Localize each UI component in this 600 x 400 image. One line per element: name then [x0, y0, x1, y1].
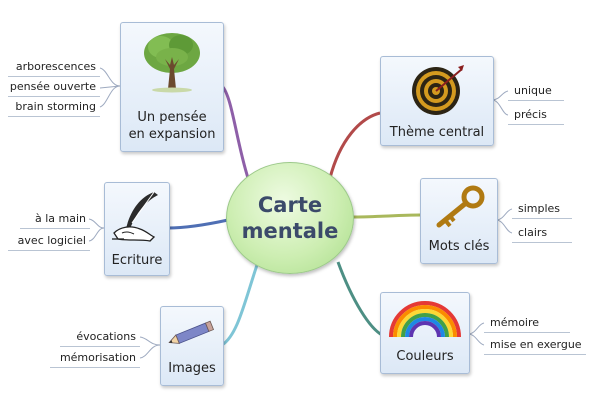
topic-pensee-label-line2: en expansion — [128, 127, 216, 142]
sub-item-theme-1[interactable]: unique — [508, 82, 564, 101]
topic-couleurs-label: Couleurs — [396, 349, 454, 364]
branch-line-ecriture — [167, 218, 229, 230]
topic-pensee[interactable]: Un pensée en expansion — [120, 22, 224, 152]
sub-item-couleurs-2[interactable]: mise en exergue — [484, 336, 586, 355]
sub-item-theme-2[interactable]: précis — [508, 106, 564, 125]
rainbow-icon — [389, 301, 461, 338]
topic-mots[interactable]: Mots clés — [420, 178, 498, 264]
branch-line-couleurs — [336, 261, 385, 338]
quill-icon — [112, 191, 158, 242]
sub-item-ecriture-1[interactable]: à la main — [20, 210, 90, 229]
sub-item-ecriture-2[interactable]: avec logiciel — [8, 232, 90, 251]
topic-theme[interactable]: Thème central — [380, 56, 494, 146]
central-node-line2: mentale — [241, 219, 339, 243]
sub-item-pensee-1[interactable]: arborescences — [8, 58, 100, 77]
topic-images[interactable]: Images — [160, 306, 224, 386]
topic-couleurs[interactable]: Couleurs — [380, 292, 470, 374]
topic-theme-label: Thème central — [389, 125, 485, 140]
branch-line-mots — [351, 213, 421, 219]
topic-ecriture-label: Ecriture — [111, 253, 163, 268]
sub-item-mots-1[interactable]: simples — [512, 200, 572, 219]
central-node[interactable]: Carte mentale — [226, 162, 354, 274]
sub-item-couleurs-1[interactable]: mémoire — [484, 314, 570, 333]
branch-line-theme — [328, 111, 381, 179]
target-icon — [412, 65, 464, 115]
branch-line-pensee — [220, 84, 250, 179]
sub-connector-images — [139, 336, 161, 359]
topic-ecriture[interactable]: Ecriture — [104, 182, 170, 276]
sub-item-pensee-2[interactable]: pensée ouverte — [8, 78, 100, 97]
pencil-icon — [168, 320, 215, 344]
topic-mots-label: Mots clés — [428, 239, 490, 254]
sub-connector-mots — [495, 208, 513, 234]
sub-connector-ecriture — [88, 218, 105, 242]
branch-line-images — [221, 261, 260, 347]
sub-connector-pensee — [99, 67, 121, 108]
topic-pensee-label-line1: Un pensée — [137, 110, 207, 125]
sub-item-images-2[interactable]: mémorisation — [50, 349, 140, 368]
key-icon — [436, 185, 485, 228]
central-node-line1: Carte — [257, 193, 323, 217]
topic-images-label: Images — [168, 361, 216, 376]
sub-item-pensee-3[interactable]: brain storming — [8, 98, 100, 117]
tree-icon — [144, 33, 200, 93]
sub-item-mots-2[interactable]: clairs — [512, 224, 572, 243]
sub-connector-theme — [491, 90, 509, 116]
sub-item-images-1[interactable]: évocations — [60, 328, 140, 347]
sub-connector-couleurs — [467, 322, 485, 346]
